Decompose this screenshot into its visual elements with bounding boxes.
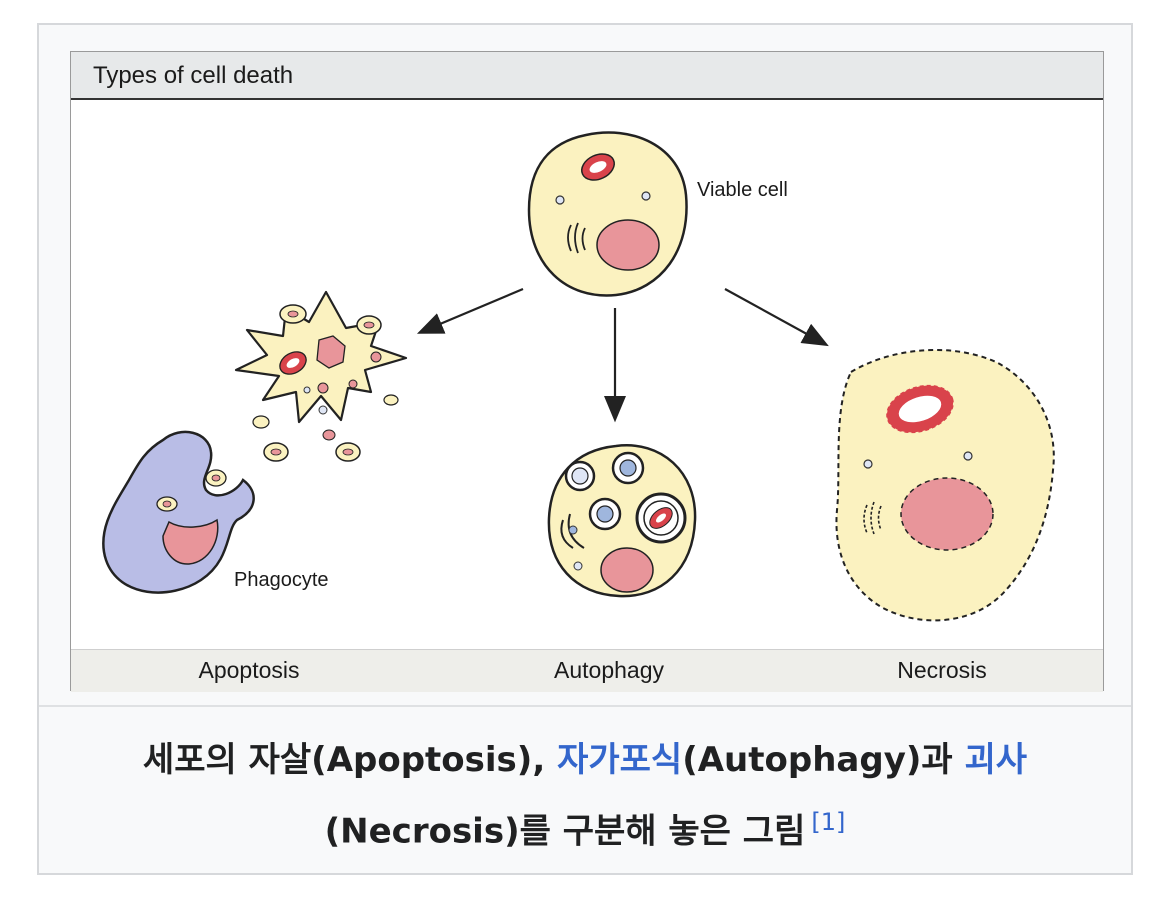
phagocyte-label: Phagocyte [234,569,329,591]
figure-frame: Types of cell death Viable cell [37,23,1133,875]
autophagic-cell [547,444,697,598]
viable-cell [527,131,688,297]
viable-cell-label: Viable cell [697,179,788,201]
phagocyte-cell [102,430,255,594]
diagram-title: Types of cell death [93,62,294,89]
label-apoptosis: Apoptosis [198,657,300,683]
cell-death-diagram: Types of cell death Viable cell [70,51,1104,692]
caption-part-1: 세포의 자살(Apoptosis), [142,740,558,780]
necrotic-cell [835,349,1055,622]
arrow-to-apoptosis [416,287,524,334]
link-necrosis[interactable]: 괴사 [964,740,1028,780]
label-necrosis: Necrosis [897,657,987,683]
diagram-title-bar: Types of cell death [71,52,1103,100]
diagram-artwork: Viable cell [102,131,1055,622]
panel-labels: Apoptosis Autophagy Necrosis [71,649,1103,692]
caption-text: 세포의 자살(Apoptosis), 자가포식(Autophagy)과 괴사 (N… [69,729,1101,862]
arrow-to-necrosis [724,288,829,347]
reference-link[interactable]: [1] [811,808,846,836]
caption-part-2: (Autophagy)과 [682,740,965,780]
figure-caption: 세포의 자살(Apoptosis), 자가포식(Autophagy)과 괴사 (N… [39,705,1131,875]
label-autophagy: Autophagy [554,657,664,683]
apoptotic-cell [234,290,408,462]
caption-part-3: (Necrosis)를 구분해 놓은 그림 [324,811,806,852]
link-autophagy[interactable]: 자가포식 [557,740,683,780]
